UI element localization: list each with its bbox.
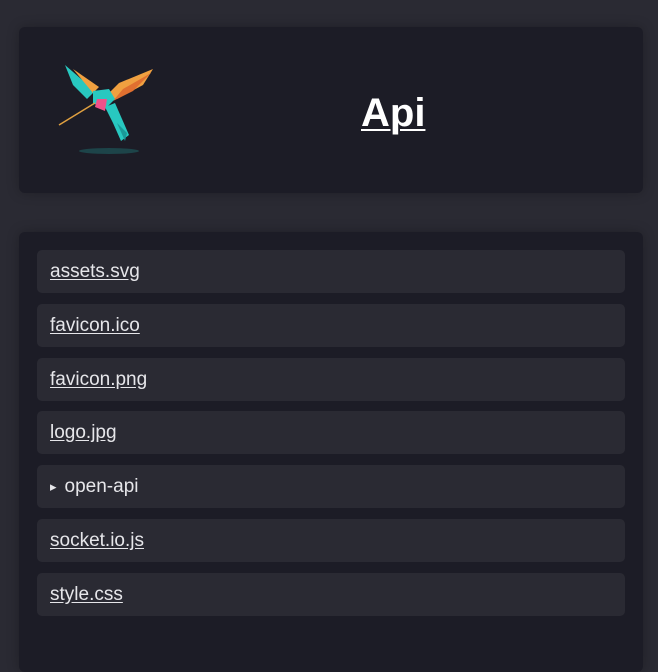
- list-item[interactable]: favicon.ico: [37, 304, 625, 347]
- list-item[interactable]: logo.jpg: [37, 411, 625, 454]
- folder-toggle[interactable]: ▸ open-api: [50, 476, 138, 498]
- file-link-style-css[interactable]: style.css: [50, 583, 123, 605]
- list-item[interactable]: socket.io.js: [37, 519, 625, 562]
- list-item[interactable]: style.css: [37, 573, 625, 616]
- file-list-card: assets.svg favicon.ico favicon.png logo.…: [19, 232, 643, 672]
- page-title-link[interactable]: Api: [361, 91, 426, 135]
- list-item[interactable]: assets.svg: [37, 250, 625, 293]
- folder-label: open-api: [64, 475, 139, 497]
- list-item[interactable]: favicon.png: [37, 358, 625, 401]
- file-link-favicon-ico[interactable]: favicon.ico: [50, 314, 140, 336]
- file-link-assets-svg[interactable]: assets.svg: [50, 260, 140, 282]
- file-link-socket-io-js[interactable]: socket.io.js: [50, 529, 144, 551]
- folder-item-open-api[interactable]: ▸ open-api: [37, 465, 625, 508]
- file-link-favicon-png[interactable]: favicon.png: [50, 368, 148, 390]
- disclosure-triangle-icon: ▸: [50, 478, 57, 494]
- hummingbird-logo-icon: [58, 65, 153, 154]
- header-card: Api: [19, 27, 643, 193]
- file-link-logo-jpg[interactable]: logo.jpg: [50, 421, 117, 443]
